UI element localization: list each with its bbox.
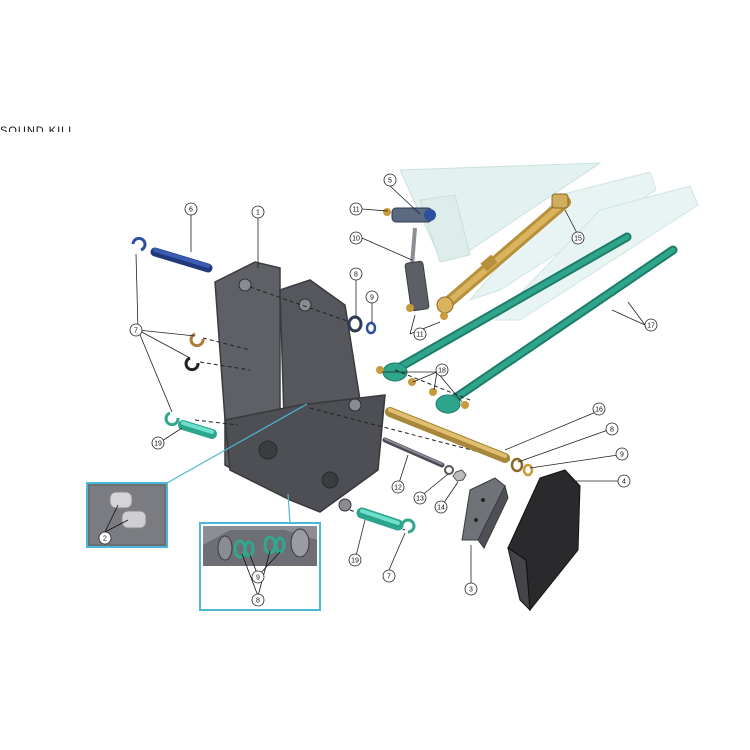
- rod-12: [382, 437, 445, 468]
- callout-6: 6: [184, 202, 198, 216]
- ghost-frame: [399, 162, 699, 321]
- callout-label: 7: [134, 328, 138, 335]
- callout-11-bottom: 11: [413, 327, 427, 341]
- pin-16: [385, 407, 534, 477]
- callout-17: 17: [644, 318, 658, 332]
- callout-label: 17: [647, 323, 655, 330]
- lift-cylinder-10: [383, 207, 448, 320]
- callout-7-left: 7: [129, 323, 143, 337]
- callout-14: 14: [434, 500, 448, 514]
- callout-label: 4: [622, 479, 626, 486]
- callout-label: 16: [595, 407, 603, 414]
- callout-15: 15: [571, 231, 585, 245]
- callout-8-right: 8: [605, 422, 619, 436]
- callout-10: 10: [349, 231, 363, 245]
- callout-label: 3: [469, 587, 473, 594]
- callout-label: 9: [620, 452, 624, 459]
- callout-label: 9: [370, 295, 374, 302]
- callout-label: 7: [387, 574, 391, 581]
- callout-18: 18: [435, 363, 449, 377]
- callout-label: 14: [437, 505, 445, 512]
- callout-11-top: 11: [349, 202, 363, 216]
- callout-8-top: 8: [349, 267, 363, 281]
- clipped-header-text: SOUND KILL: [0, 125, 76, 132]
- callout-label: 19: [154, 441, 162, 448]
- callout-label: 6: [189, 207, 193, 214]
- callout-label: 18: [438, 368, 446, 375]
- callout-12: 12: [391, 480, 405, 494]
- pins-19: [178, 420, 404, 531]
- leader-lines: [135, 185, 646, 589]
- callout-19-bottom: 19: [348, 553, 362, 567]
- inset-detail-2: [86, 403, 308, 548]
- callout-9-top: 9: [365, 290, 379, 304]
- callout-label: 19: [351, 558, 359, 565]
- callout-label: 8: [256, 598, 260, 605]
- fasteners-13-14: [444, 465, 467, 482]
- callout-4: 4: [617, 474, 631, 488]
- callout-label: 10: [352, 236, 360, 243]
- mounting-bracket-1: [214, 261, 386, 513]
- callout-2: 2: [98, 531, 112, 545]
- callout-9-inset: 9: [251, 570, 265, 584]
- callout-label: 8: [610, 427, 614, 434]
- callout-label: 11: [416, 332, 423, 339]
- callout-7-bottom: 7: [382, 569, 396, 583]
- pin-6: [131, 236, 213, 273]
- callout-label: 12: [394, 485, 402, 492]
- callout-5: 5: [383, 173, 397, 187]
- washers-upper: [347, 315, 377, 335]
- callout-label: 15: [574, 236, 582, 243]
- callout-label: 5: [388, 178, 392, 185]
- callout-9-right: 9: [615, 447, 629, 461]
- callout-label: 8: [354, 272, 358, 279]
- inset-detail-8-9: [199, 493, 321, 611]
- callout-label: 1: [256, 210, 260, 217]
- callout-label: 9: [256, 575, 260, 582]
- fender-4: [507, 469, 581, 612]
- callout-16: 16: [592, 402, 606, 416]
- callout-19-left: 19: [151, 436, 165, 450]
- callout-3: 3: [464, 582, 478, 596]
- callout-label: 2: [103, 536, 107, 543]
- callout-13: 13: [413, 491, 427, 505]
- bracket-lower-plate: [224, 394, 386, 513]
- callout-1: 1: [251, 205, 265, 219]
- valve-block-3: [461, 477, 509, 549]
- callout-label: 11: [352, 207, 359, 214]
- hydraulic-cylinder-15: [436, 193, 571, 314]
- callout-8-inset: 8: [251, 593, 265, 607]
- lower-arms-17: [376, 232, 678, 414]
- callout-label: 13: [416, 496, 424, 503]
